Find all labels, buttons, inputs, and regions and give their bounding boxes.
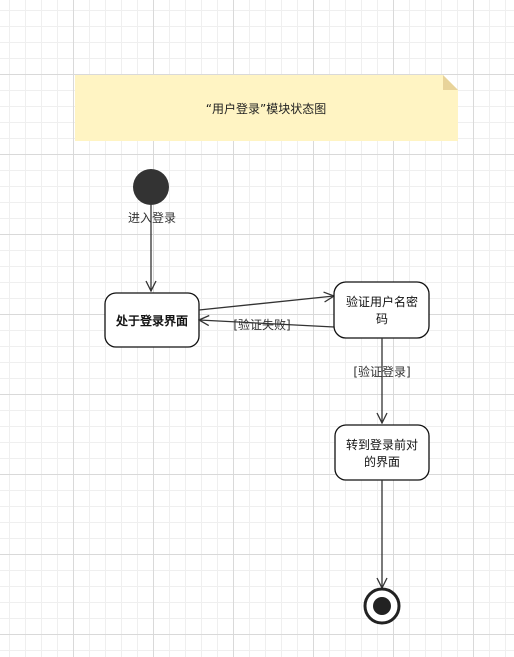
- state-login-screen-label: 处于登录界面: [115, 313, 188, 328]
- final-node[interactable]: [363, 587, 401, 625]
- state-goto-label-line1: 转到登录前对: [346, 437, 418, 452]
- transition-login-to-verify[interactable]: [198, 296, 334, 311]
- state-goto-label-line2: 的界面: [364, 454, 400, 469]
- diagram-title-note[interactable]: “用户登录”模块状态图: [75, 75, 458, 141]
- state-goto-previous-page[interactable]: 转到登录前对 的界面: [334, 424, 430, 481]
- transition-label-verify-fail: [验证失败]: [233, 317, 290, 332]
- note-fold-corner: [443, 75, 458, 90]
- note-body: [75, 75, 458, 141]
- state-verify-box: [333, 281, 430, 339]
- initial-node[interactable]: [133, 169, 169, 205]
- transition-label-enter-login: 进入登录: [128, 210, 176, 225]
- state-login-screen[interactable]: 处于登录界面: [104, 292, 200, 348]
- state-verify-label-line2: 码: [376, 312, 388, 326]
- state-verify-label-line1: 验证用户名密: [346, 294, 418, 309]
- transition-label-verify-login: [验证登录]: [353, 364, 410, 379]
- state-goto-box: [334, 424, 430, 481]
- transition-verify-fail[interactable]: [199, 320, 335, 328]
- note-title-text: “用户登录”模块状态图: [206, 101, 326, 116]
- state-verify-credentials[interactable]: 验证用户名密 码: [333, 281, 430, 339]
- final-node-core: [373, 597, 391, 615]
